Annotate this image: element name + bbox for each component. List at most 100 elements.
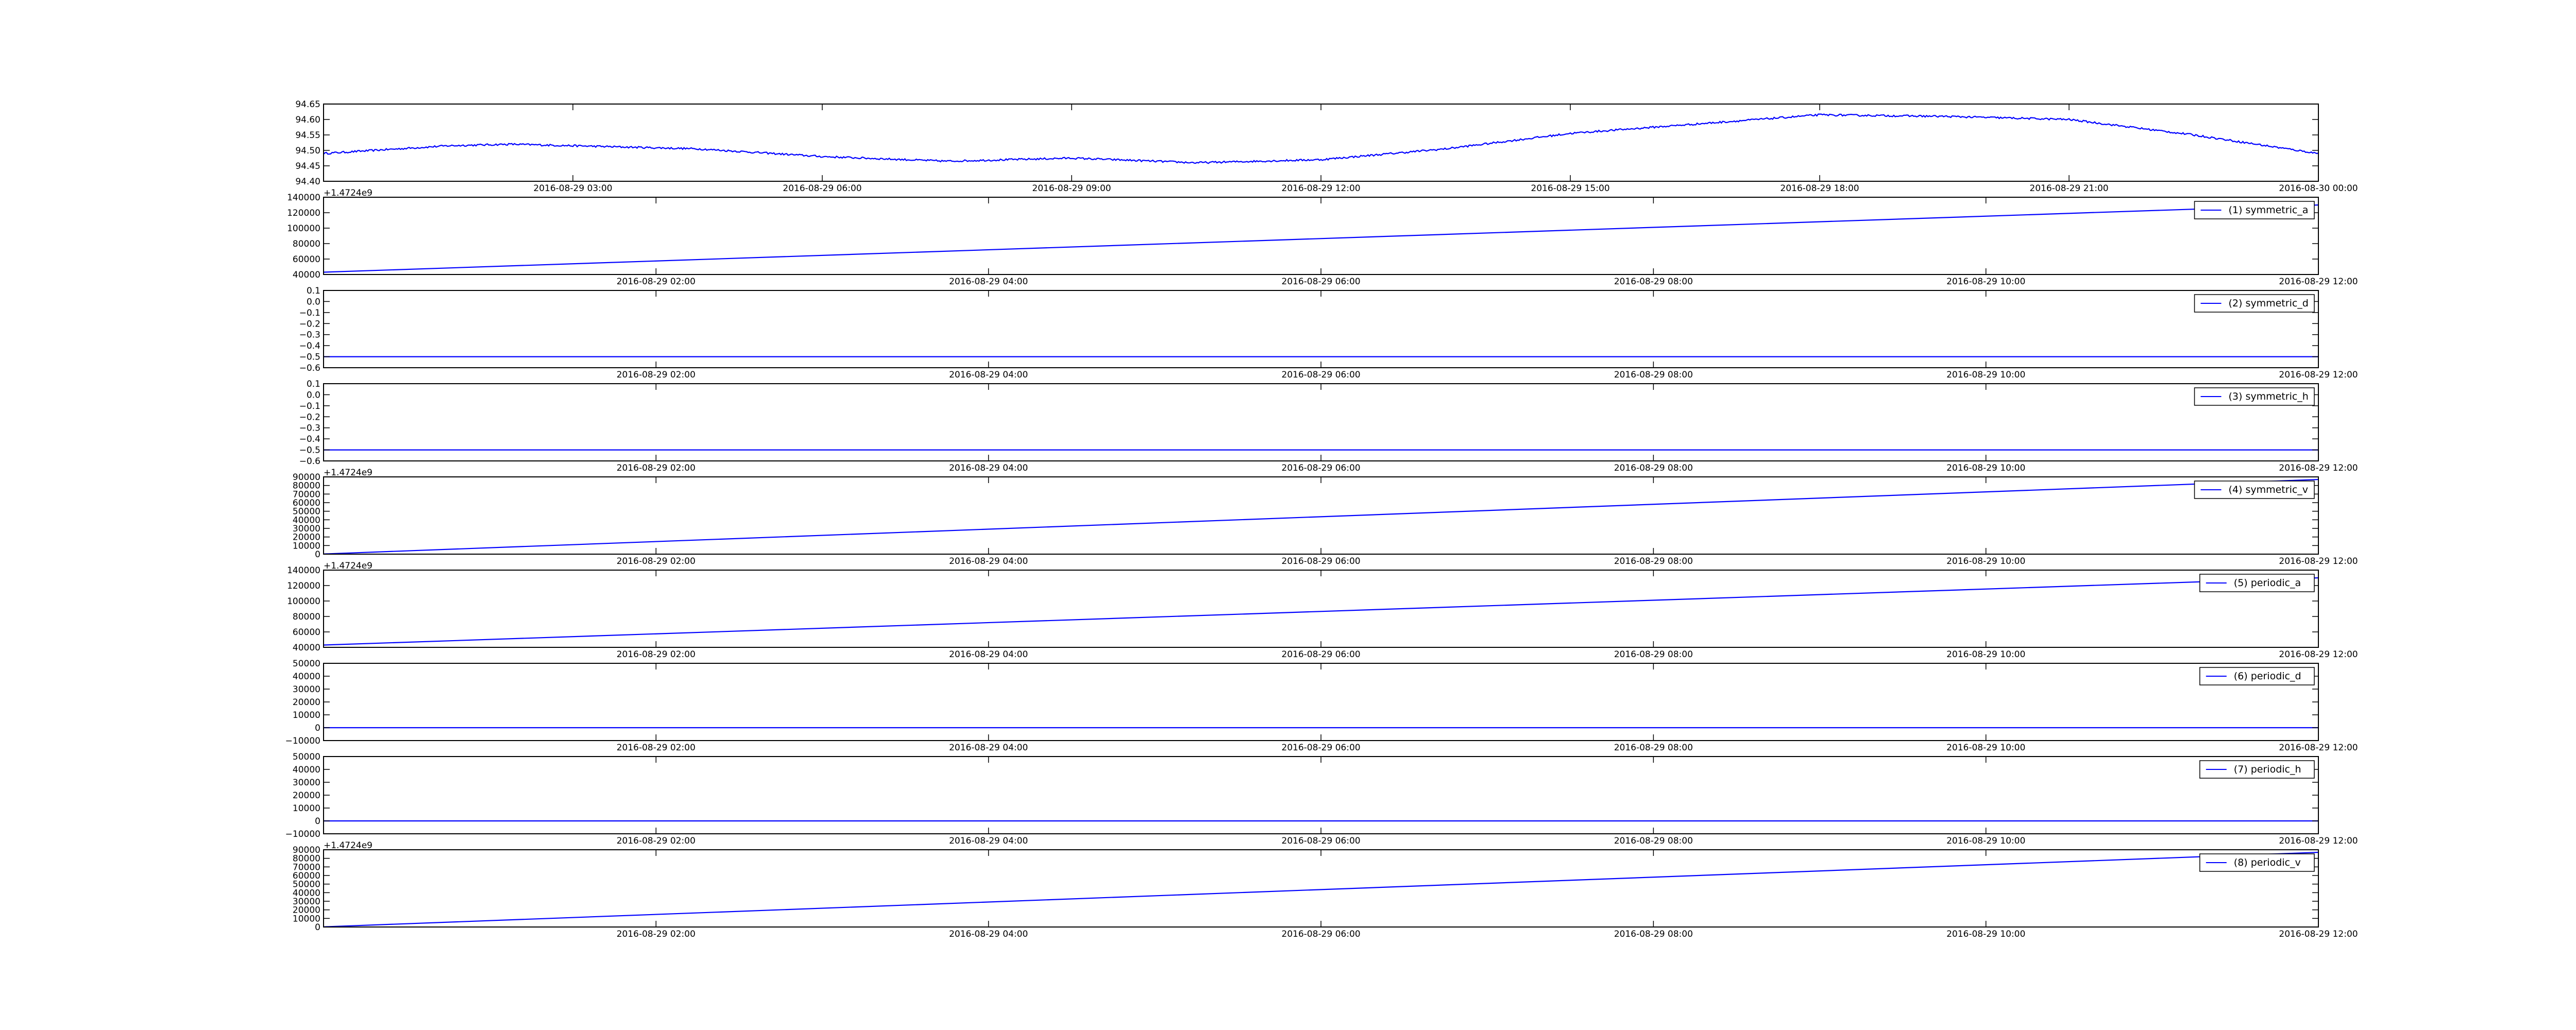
y-tick-label: 60000 [293,871,320,881]
x-tick-label: 2016-08-29 06:00 [1281,370,1360,380]
series-line-2-1 [323,204,2319,273]
y-tick-label: 0.0 [307,297,320,307]
x-tick-label: 2016-08-29 18:00 [1780,183,1859,194]
series-line-5-1 [323,478,2319,555]
subplot-5: 0100002000030000400005000060000700008000… [293,468,2358,566]
x-tick-label: 2016-08-29 10:00 [1946,556,2025,566]
y-tick-label: 40000 [293,765,320,775]
x-tick-label: 2016-08-29 02:00 [617,929,696,939]
x-tick-label: 2016-08-29 08:00 [1614,929,1693,939]
y-tick-label: 0 [315,922,320,933]
x-tick-label: 2016-08-29 09:00 [1032,183,1111,194]
x-tick-label: 2016-08-29 08:00 [1614,463,1693,473]
y-tick-label: 50000 [293,880,320,890]
y-tick-label: 90000 [293,845,320,855]
y-tick-label: 40000 [293,672,320,682]
y-tick-label: 70000 [293,862,320,872]
subplot-7: −10000010000200003000040000500002016-08-… [285,659,2358,753]
x-tick-label: 2016-08-29 08:00 [1614,649,1693,660]
x-tick-label: 2016-08-29 02:00 [617,370,696,380]
x-tick-label: 2016-08-29 12:00 [2279,370,2358,380]
x-tick-label: 2016-08-29 12:00 [2279,929,2358,939]
axes-frame-6 [323,570,2319,648]
legend-label: (6) periodic_d [2234,671,2301,682]
x-tick-label: 2016-08-29 10:00 [1946,649,2025,660]
axes-frame-8 [323,756,2319,834]
y-tick-label: 20000 [293,905,320,916]
legend-label: (8) periodic_v [2234,857,2301,868]
x-tick-label: 2016-08-29 04:00 [949,277,1028,287]
y-tick-label: −0.5 [299,352,320,363]
y-tick-label: 0.1 [307,379,320,389]
y-tick-label: −0.3 [299,330,320,340]
x-tick-label: 2016-08-29 06:00 [1281,743,1360,753]
axes-frame-1 [323,104,2319,182]
x-tick-label: 2016-08-29 06:00 [1281,649,1360,660]
y-tick-label: 20000 [293,697,320,708]
y-tick-label: 90000 [293,472,320,483]
x-tick-label: 2016-08-29 02:00 [617,743,696,753]
x-tick-label: 2016-08-29 12:00 [2279,836,2358,846]
y-tick-label: 120000 [287,581,320,591]
series-line-6-1 [323,577,2319,646]
y-tick-label: 50000 [293,507,320,517]
offset-text: +1.4724e9 [324,840,372,851]
x-tick-label: 2016-08-29 10:00 [1946,929,2025,939]
series-line-9-1 [323,851,2319,928]
axes-frame-7 [323,663,2319,741]
y-tick-label: 30000 [293,684,320,695]
y-tick-label: 30000 [293,897,320,907]
y-tick-label: 60000 [293,627,320,638]
subplot-3: −0.6−0.5−0.4−0.3−0.2−0.10.00.12016-08-29… [299,286,2358,380]
series-line-1-1 [323,113,2319,164]
y-tick-label: 140000 [287,565,320,576]
x-tick-label: 2016-08-29 21:00 [2029,183,2108,194]
y-tick-label: −0.4 [299,434,320,444]
y-tick-label: 20000 [293,791,320,801]
x-tick-label: 2016-08-29 06:00 [1281,277,1360,287]
x-tick-label: 2016-08-29 02:00 [617,463,696,473]
y-tick-label: 80000 [293,239,320,249]
x-tick-label: 2016-08-29 10:00 [1946,277,2025,287]
x-tick-label: 2016-08-29 02:00 [617,649,696,660]
subplot-9: 0100002000030000400005000060000700008000… [293,840,2358,939]
x-tick-label: 2016-08-29 08:00 [1614,836,1693,846]
x-tick-label: 2016-08-29 06:00 [1281,836,1360,846]
x-tick-label: 2016-08-29 03:00 [533,183,612,194]
y-tick-label: 40000 [293,270,320,280]
y-tick-label: −0.1 [299,401,320,411]
x-tick-label: 2016-08-29 08:00 [1614,370,1693,380]
x-tick-label: 2016-08-29 06:00 [1281,929,1360,939]
x-tick-label: 2016-08-29 08:00 [1614,556,1693,566]
y-tick-label: 10000 [293,803,320,814]
y-tick-label: 0.0 [307,390,320,400]
y-tick-label: −0.2 [299,412,320,422]
x-tick-label: 2016-08-29 04:00 [949,463,1028,473]
y-tick-label: −0.3 [299,423,320,434]
y-tick-label: 10000 [293,914,320,924]
y-tick-label: 94.60 [295,115,320,125]
y-tick-label: 30000 [293,778,320,788]
x-tick-label: 2016-08-29 10:00 [1946,836,2025,846]
y-tick-label: −0.4 [299,341,320,351]
x-tick-label: 2016-08-29 06:00 [1281,556,1360,566]
y-tick-label: −0.2 [299,319,320,329]
y-tick-label: 94.45 [295,161,320,171]
x-tick-label: 2016-08-29 04:00 [949,556,1028,566]
y-tick-label: 0 [315,816,320,827]
y-tick-label: 60000 [293,254,320,265]
y-tick-label: 94.55 [295,130,320,141]
y-tick-label: 40000 [293,888,320,898]
offset-text: +1.4724e9 [324,561,372,571]
y-tick-label: 140000 [287,193,320,203]
x-tick-label: 2016-08-29 10:00 [1946,370,2025,380]
y-tick-label: 0 [315,723,320,733]
y-tick-label: 80000 [293,612,320,622]
y-tick-label: 70000 [293,489,320,500]
x-tick-label: 2016-08-29 12:00 [2279,277,2358,287]
x-tick-label: 2016-08-29 04:00 [949,836,1028,846]
x-tick-label: 2016-08-30 00:00 [2279,183,2358,194]
subplot-1: 94.4094.4594.5094.5594.6094.652016-08-29… [295,99,2358,194]
y-tick-label: 94.50 [295,146,320,156]
offset-text: +1.4724e9 [324,188,372,198]
